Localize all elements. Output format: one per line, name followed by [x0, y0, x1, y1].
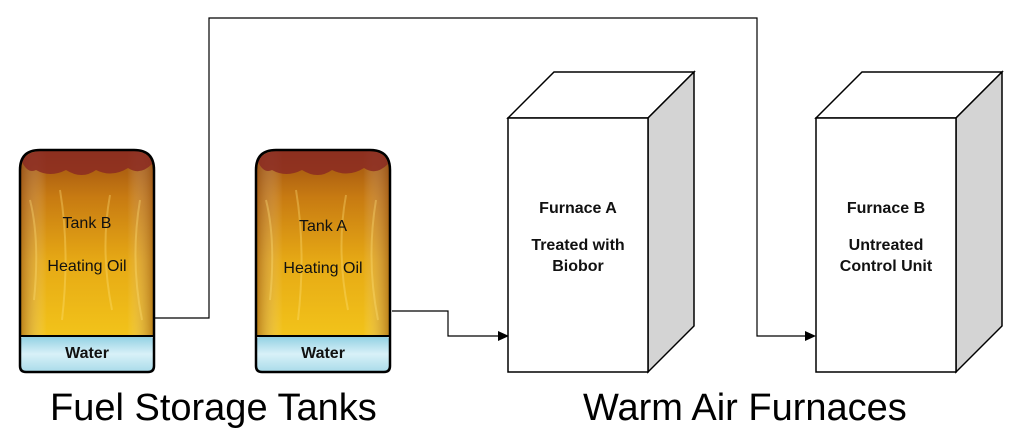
furnace-a-name: Furnace A: [539, 200, 617, 217]
tank-a: [254, 148, 392, 374]
tank-a-name: Tank A: [298, 218, 348, 235]
tank-b-water-label: Water: [65, 345, 109, 362]
caption-fuel-storage-tanks: Fuel Storage Tanks: [50, 387, 377, 429]
tank-a-content: Heating Oil: [283, 260, 363, 277]
arrowhead-furnace-b: [805, 331, 816, 341]
tank-a-water-label: Water: [301, 345, 345, 362]
tank-b-name: Tank B: [62, 215, 112, 232]
tank-b-foam: [22, 151, 152, 175]
furnace-b-note: Untreated Control Unit: [839, 237, 933, 275]
tank-a-water: [256, 336, 390, 372]
pipe-tank-a-to-furnace-a: [392, 310, 503, 337]
caption-warm-air-furnaces: Warm Air Furnaces: [583, 387, 907, 429]
furnace-a-box: [506, 70, 696, 374]
tank-a-foam: [258, 151, 388, 175]
tank-b-water: [20, 336, 154, 372]
furnace-b-name: Furnace B: [846, 200, 926, 217]
arrowhead-furnace-a: [498, 331, 509, 341]
tank-b-content: Heating Oil: [47, 258, 127, 275]
furnace-a-note: Treated with Biobor: [531, 237, 625, 275]
pipe-tank-b-to-furnace-b: [154, 17, 810, 337]
furnace-b-box: [814, 70, 1004, 374]
tank-b: [18, 148, 156, 374]
